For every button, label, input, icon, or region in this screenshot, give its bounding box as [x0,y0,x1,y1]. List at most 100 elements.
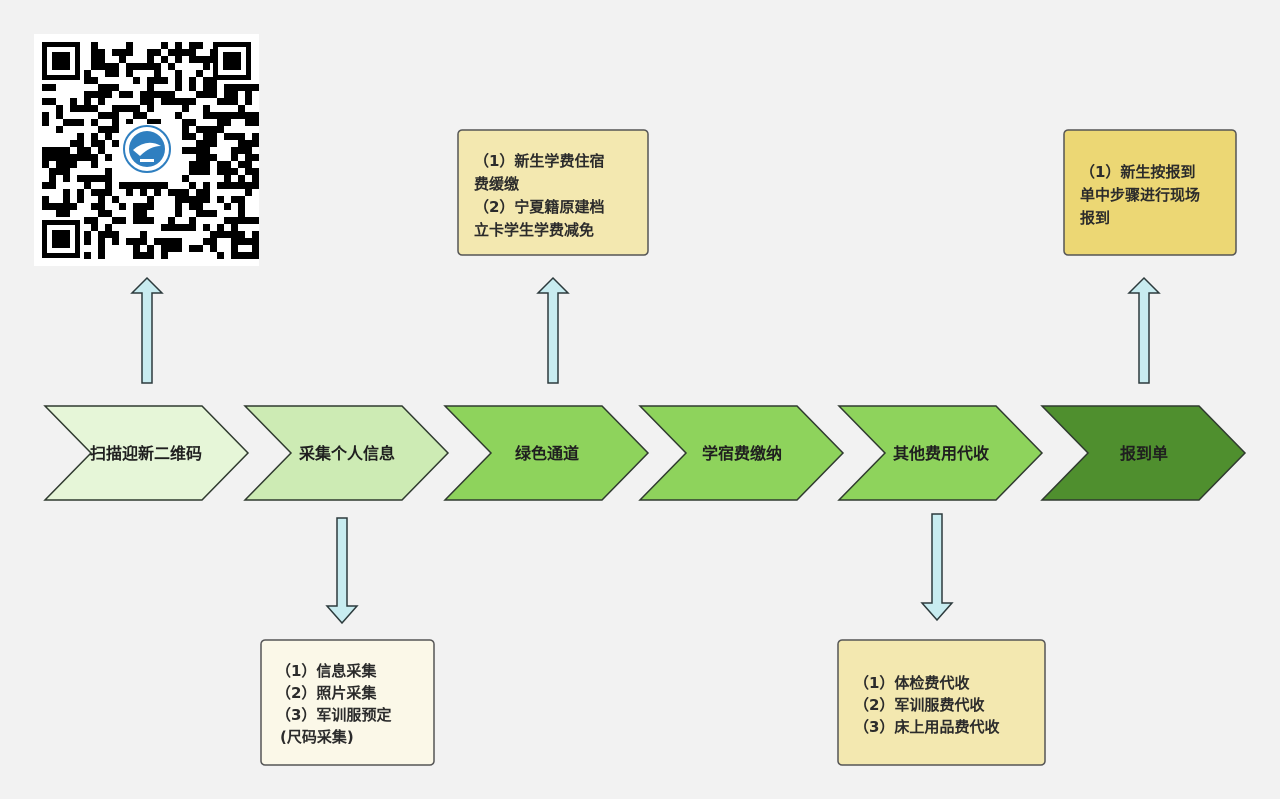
qr-module [217,168,224,175]
qr-module [140,98,147,105]
qr-module [161,245,168,252]
qr-module [224,203,231,210]
qr-module [133,182,140,189]
qr-module [189,133,196,140]
qr-module [147,182,154,189]
qr-module [161,91,168,98]
qr-module [105,84,112,91]
qr-module [238,203,245,210]
qr-module [182,224,189,231]
qr-module [140,182,147,189]
qr-module [98,98,105,105]
note-other-fees: （1）体检费代收 （2）军训服费代收 （3）床上用品费代收 [837,639,1046,766]
step-label: 扫描迎新二维码 [90,444,202,463]
qr-module [203,133,210,140]
qr-module [42,98,49,105]
qr-module [91,56,98,63]
qr-module [84,70,91,77]
qr-finder-top-right [213,42,251,80]
step-collect-info: 采集个人信息 [243,405,450,501]
qr-module [56,147,63,154]
qr-module [147,49,154,56]
qr-module [84,105,91,112]
qr-module [224,231,231,238]
note-report-form: （1）新生按报到 单中步骤进行现场 报到 [1063,129,1237,256]
qr-module [126,49,133,56]
qr-module [231,133,238,140]
qr-module [91,105,98,112]
qr-module [238,140,245,147]
note-line: 费缓缴 [474,175,520,193]
qr-module [49,182,56,189]
qr-module [203,140,210,147]
qr-module [231,224,238,231]
qr-module [231,168,238,175]
svg-text:（1）新生按报到 单中步骤进行现场: （1）新生按报到 单中步骤进行现场 报到 [1080,163,1205,227]
qr-module [175,245,182,252]
qr-module [42,161,49,168]
qr-module [189,147,196,154]
qr-module [161,77,168,84]
qr-module [245,154,252,161]
qr-module [196,245,203,252]
qr-module [182,175,189,182]
qr-module [217,161,224,168]
qr-module [203,189,210,196]
note-line: 报到 [1080,209,1110,227]
qr-module [91,175,98,182]
qr-module [196,56,203,63]
qr-module [238,238,245,245]
step-other-fees: 其他费用代收 [837,405,1044,501]
qr-module [175,238,182,245]
qr-module [217,98,224,105]
qr-module [175,210,182,217]
qr-module [168,217,175,224]
qr-module [91,140,98,147]
qr-module [147,84,154,91]
qr-module [189,77,196,84]
qr-module [42,203,49,210]
qr-module [147,91,154,98]
qr-module [126,238,133,245]
qr-module [196,140,203,147]
qr-module [56,112,63,119]
qr-module [112,126,119,133]
qr-module [231,147,238,154]
qr-module [168,189,175,196]
qr-module [252,175,259,182]
qr-module [224,217,231,224]
qr-module [189,119,196,126]
qr-module [168,224,175,231]
qr-module [98,203,105,210]
qr-module [154,63,161,70]
qr-module [252,252,259,259]
qr-module [238,175,245,182]
qr-module [168,98,175,105]
qr-module [105,168,112,175]
svg-text:（1）新生学费住宿 费缓缴 （2）宁: （1）新生学费住宿 费缓缴 （2）宁夏籍原建档 立卡学生学费减免 [474,152,610,239]
qr-module [238,105,245,112]
qr-module [182,126,189,133]
qr-module [182,98,189,105]
qr-module [203,84,210,91]
qr-module [175,98,182,105]
qr-module [245,147,252,154]
note-line: （3）床上用品费代收 [854,718,999,736]
arrow-up-icon [536,276,570,384]
qr-module [224,91,231,98]
qr-module [98,126,105,133]
qr-module [126,105,133,112]
qr-module [105,182,112,189]
qr-module [189,217,196,224]
qr-module [238,196,245,203]
qr-module [56,161,63,168]
qr-module [175,42,182,49]
step-chevron [837,405,1044,501]
step-chevron [43,405,250,501]
qr-module [140,63,147,70]
note-line: (尺码采集) [280,728,354,746]
qr-module [42,154,49,161]
qr-module [252,231,259,238]
qr-module [77,140,84,147]
qr-module [42,196,49,203]
